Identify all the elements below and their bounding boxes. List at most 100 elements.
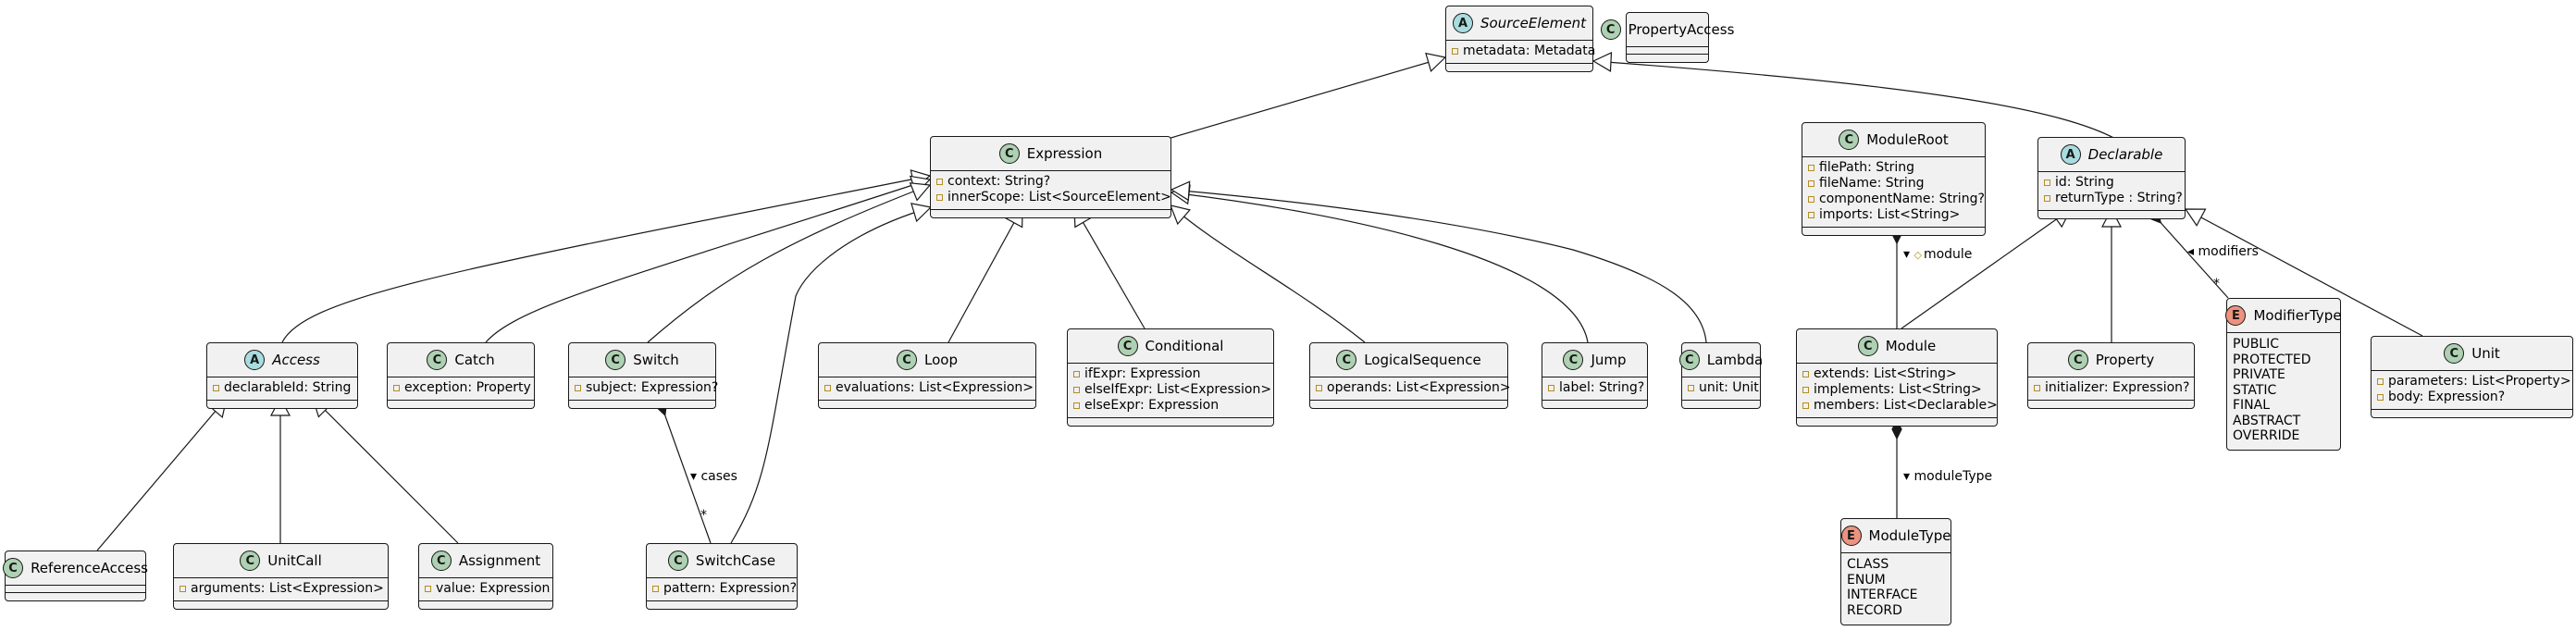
inheritance-edge-unitcall-access: [270, 396, 291, 543]
enum-stereotype-icon: E: [2225, 305, 2247, 326]
attribute-row: evaluations: List<Expression>: [819, 380, 1035, 396]
class-name: Jump: [1591, 352, 1627, 368]
method-compartment: [1446, 64, 1592, 71]
inheritance-edge-switchcase-expression: [730, 203, 933, 544]
attribute-compartment: initializer: Expression?: [2028, 377, 2194, 401]
protected-icon: [1808, 196, 1814, 203]
inheritance-edge-unit-declarable: [2184, 208, 2423, 337]
class-name: Assignment: [458, 552, 541, 569]
inheritance-edge-catch-expression: [485, 175, 932, 343]
attribute-compartment: operands: List<Expression>: [1310, 377, 1511, 401]
attribute-text: filePath: String: [1819, 160, 1915, 175]
protected-icon: [213, 385, 219, 391]
attribute-row: ifExpr: Expression: [1068, 366, 1273, 382]
attribute-compartment: exception: Property: [388, 377, 534, 401]
protected-icon: [1316, 385, 1322, 391]
attribute-text: innerScope: List<SourceElement>: [947, 190, 1171, 204]
class-name: UnitCall: [267, 552, 322, 569]
relation-label-modifiers: ◂ modifiers: [2187, 244, 2259, 259]
inheritance-arrowhead: [1591, 51, 1613, 72]
protected-icon: [1802, 371, 1809, 377]
protected-icon: [2044, 179, 2050, 186]
method-compartment: [1542, 401, 1647, 408]
protected-icon: [2034, 385, 2040, 391]
enum-value: OVERRIDE: [2233, 428, 2300, 443]
attribute-text: unit: Unit: [1699, 380, 1759, 395]
enum-value: ABSTRACT: [2233, 413, 2301, 428]
protected-icon: ◇: [1913, 249, 1922, 261]
protected-icon: [652, 586, 659, 592]
protected-icon: [1802, 402, 1809, 409]
method-compartment: [819, 401, 1035, 408]
attribute-compartment: arguments: List<Expression>: [174, 578, 388, 601]
attribute-compartment: [6, 586, 145, 593]
attribute-row: id: String: [2038, 175, 2185, 191]
attribute-compartment: metadata: Metadata: [1446, 41, 1595, 64]
class-name: Unit: [2471, 345, 2500, 362]
class-name: Lambda: [1706, 352, 1764, 368]
inheritance-edge-lambda-expression: [1170, 180, 1707, 343]
relation-label-text: cases: [700, 469, 737, 484]
protected-icon: [1073, 371, 1080, 377]
class-stereotype-icon: C: [605, 350, 626, 370]
method-compartment: [569, 401, 715, 408]
attribute-row: exception: Property: [388, 380, 534, 396]
attribute-row: elseIfExpr: List<Expression>: [1068, 382, 1273, 398]
protected-icon: [936, 179, 943, 185]
class-unitcall[interactable]: C UnitCall arguments: List<Expression>: [173, 543, 389, 610]
attribute-text: id: String: [2055, 175, 2114, 190]
class-name: Access: [272, 352, 320, 368]
attribute-row: fileName: String: [1802, 176, 1985, 192]
protected-icon: [2377, 378, 2384, 385]
attribute-text: imports: List<String>: [1819, 207, 1961, 222]
attribute-text: evaluations: List<Expression>: [836, 380, 1034, 395]
attribute-text: context: String?: [947, 174, 1051, 189]
class-name: LogicalSequence: [1364, 352, 1481, 368]
class-stereotype-icon: C: [667, 551, 688, 571]
attribute-row: extends: List<String>: [1797, 366, 1997, 382]
protected-icon: [1073, 387, 1080, 393]
method-compartment: [207, 401, 357, 408]
class-stereotype-icon: C: [998, 143, 1020, 164]
protected-icon: [936, 194, 943, 201]
attribute-compartment: extends: List<String>implements: List<St…: [1797, 364, 1998, 418]
inheritance-edge-conditional-expression: [1073, 205, 1146, 329]
class-stereotype-icon: C: [240, 551, 261, 571]
method-compartment: [1627, 55, 1708, 62]
attribute-compartment: [1627, 47, 1708, 55]
attribute-row: value: Expression: [419, 581, 552, 597]
attribute-text: label: String?: [1559, 380, 1645, 395]
attribute-row: context: String?: [931, 174, 1170, 190]
attribute-text: declarableId: String: [224, 380, 352, 395]
attribute-row: label: String?: [1542, 380, 1647, 396]
abstract-stereotype-icon: A: [1453, 13, 1474, 33]
